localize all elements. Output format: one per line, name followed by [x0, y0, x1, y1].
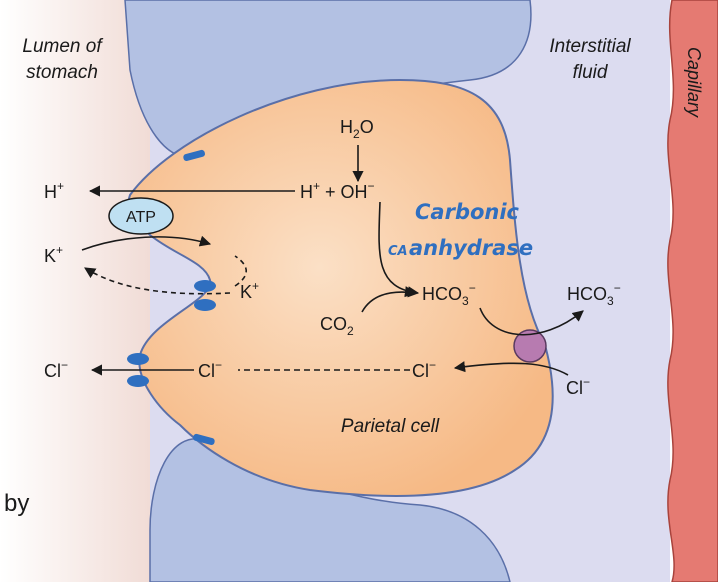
tight-junction-top [183, 149, 205, 162]
k-channel-bottom [194, 299, 216, 311]
capillary [667, 0, 718, 582]
h-oh-label: H+ + OH− [300, 179, 375, 202]
k-plus-lumen-label: K+ [44, 243, 63, 266]
k-plus-cell-label: K+ [240, 279, 259, 302]
atp-label: ATP [126, 209, 156, 226]
enzyme-label-line2: anhydrase [409, 236, 533, 260]
hco3-cell-label: HCO3− [422, 281, 476, 308]
arrow-hco3-export [479, 307, 584, 336]
enzyme-label-line1: Carbonic [415, 200, 520, 224]
lumen-label-line2: stomach [26, 62, 98, 83]
cl-interstitial-label: Cl− [566, 375, 590, 398]
lumen-label-line1: Lumen of [22, 36, 103, 57]
enzyme-abbrev: CA [388, 244, 408, 259]
cl-cell-right-label: Cl− [412, 358, 436, 381]
arrow-cl-import [453, 361, 569, 376]
cl-lumen-label: Cl− [44, 358, 68, 381]
k-recycle-dashed [234, 255, 248, 287]
arrow-k-leak [84, 267, 231, 295]
capillary-label: Capillary [684, 47, 704, 118]
k-channel-top [194, 280, 216, 292]
h2o-label: H2O [340, 117, 374, 141]
interstitial-label-line2: fluid [573, 62, 609, 83]
by-label: by [4, 490, 29, 517]
cl-cell-left-label: Cl− [198, 358, 222, 381]
cl-channel-bottom [127, 375, 149, 387]
cl-channel-top [127, 353, 149, 365]
parietal-cell-label: Parietal cell [341, 416, 440, 437]
atp-pump [108, 197, 174, 235]
arrow-co2-to-hco3 [361, 286, 417, 313]
co2-label: CO2 [320, 314, 354, 338]
arrow-k-uptake [81, 235, 212, 251]
tight-junction-bottom [193, 433, 215, 446]
hco3-interstitial-label: HCO3− [567, 281, 621, 308]
bicarbonate-chloride-exchanger [513, 329, 547, 363]
h-plus-lumen-label: H+ [44, 179, 64, 202]
lumen-background [0, 0, 150, 582]
interstitial-label-line1: Interstitial [549, 36, 631, 57]
